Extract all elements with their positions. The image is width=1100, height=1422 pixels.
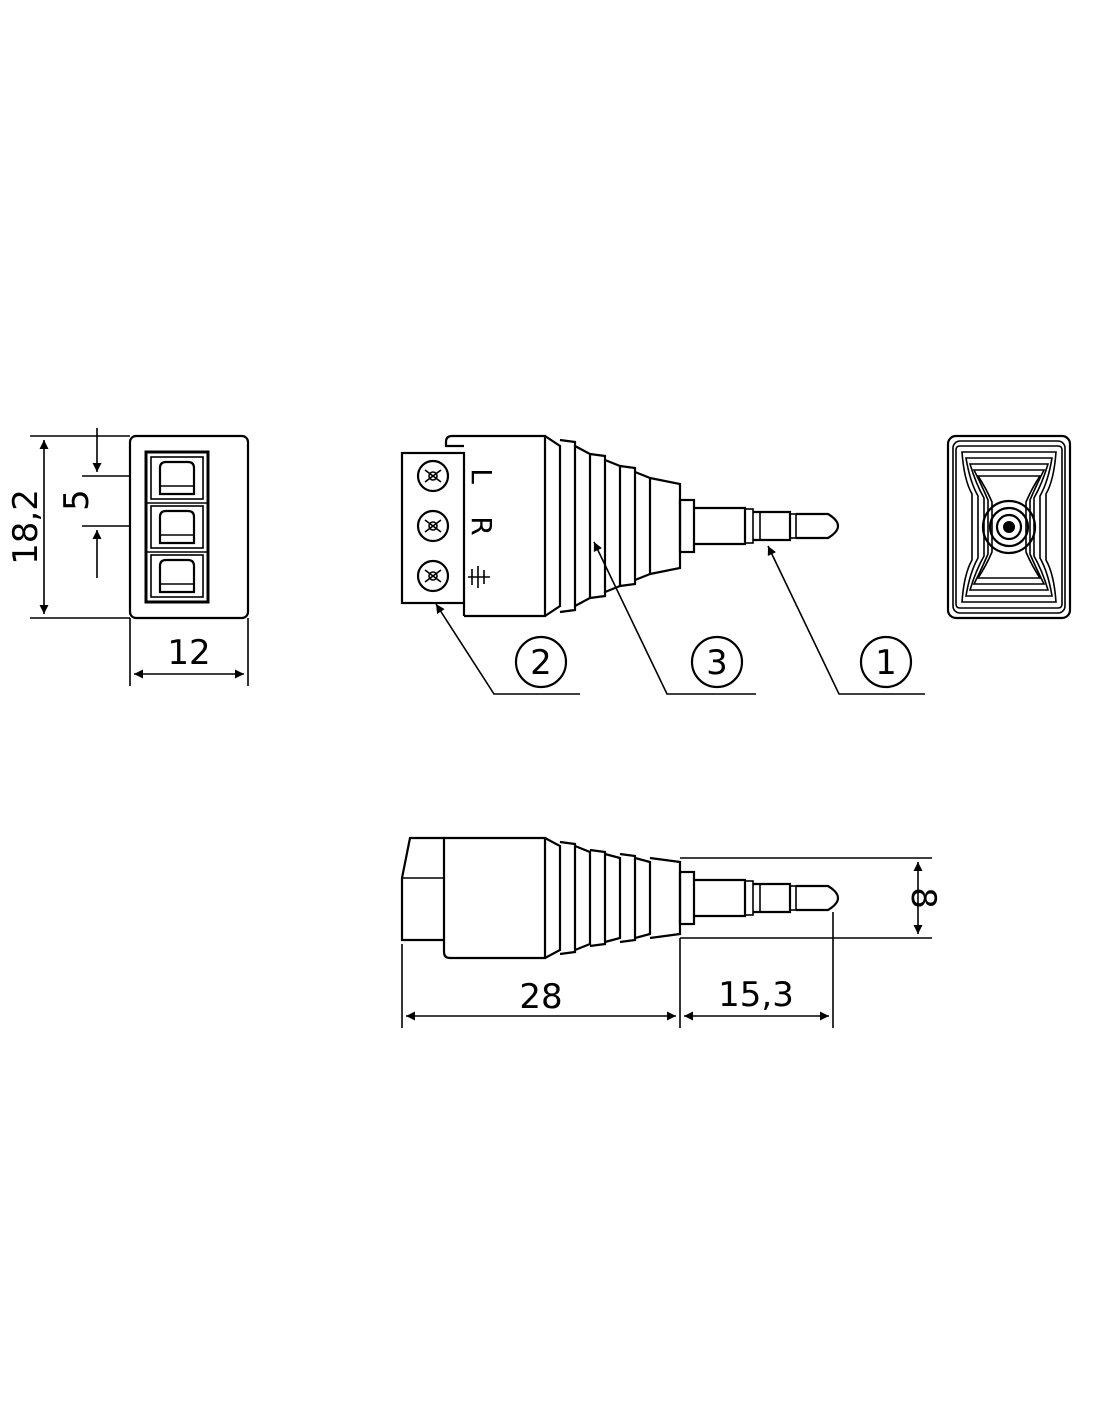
- dimension-diameter-label: 8: [903, 887, 943, 909]
- dimension-pitch-label: 5: [57, 489, 97, 511]
- callout-1-label: 1: [875, 643, 897, 683]
- screw-R: [416, 509, 450, 543]
- screw-ground: [416, 559, 450, 593]
- terminal-cell-bottom: [150, 554, 204, 598]
- callout-2-label: 2: [530, 643, 552, 683]
- dimension-width: 12: [129, 618, 249, 686]
- callout-3-label: 3: [706, 643, 728, 683]
- dimension-pitch: 5: [57, 428, 130, 578]
- terminal-block: [400, 451, 466, 605]
- adapter-side-view: L R: [400, 434, 840, 618]
- callout-terminal-block: 2: [435, 603, 580, 695]
- dimension-height-label: 18,2: [6, 489, 46, 565]
- adapter-bottom-view: [400, 836, 840, 960]
- dimension-plug-length-label: 15,3: [718, 975, 794, 1015]
- dimension-width-label: 12: [167, 633, 210, 673]
- callout-strain-relief: 3: [593, 541, 756, 695]
- terminal-block-end-view: [128, 434, 250, 620]
- terminal-cell-middle: [150, 505, 204, 549]
- dimension-diameter: 8: [680, 857, 943, 939]
- ground-symbol-icon: [468, 566, 490, 588]
- terminal-cell-top: [150, 456, 204, 500]
- dimension-body-length: 28: [401, 938, 681, 1028]
- dimension-body-length-label: 28: [519, 977, 562, 1017]
- dimension-plug-length: 15,3: [684, 912, 834, 1028]
- screw-L: [416, 459, 450, 493]
- terminal-label-R: R: [465, 516, 498, 535]
- adapter-front-view: [946, 434, 1072, 620]
- terminal-label-L: L: [465, 468, 498, 484]
- callout-plug: 1: [767, 545, 925, 695]
- dimension-height: 18,2: [6, 435, 130, 619]
